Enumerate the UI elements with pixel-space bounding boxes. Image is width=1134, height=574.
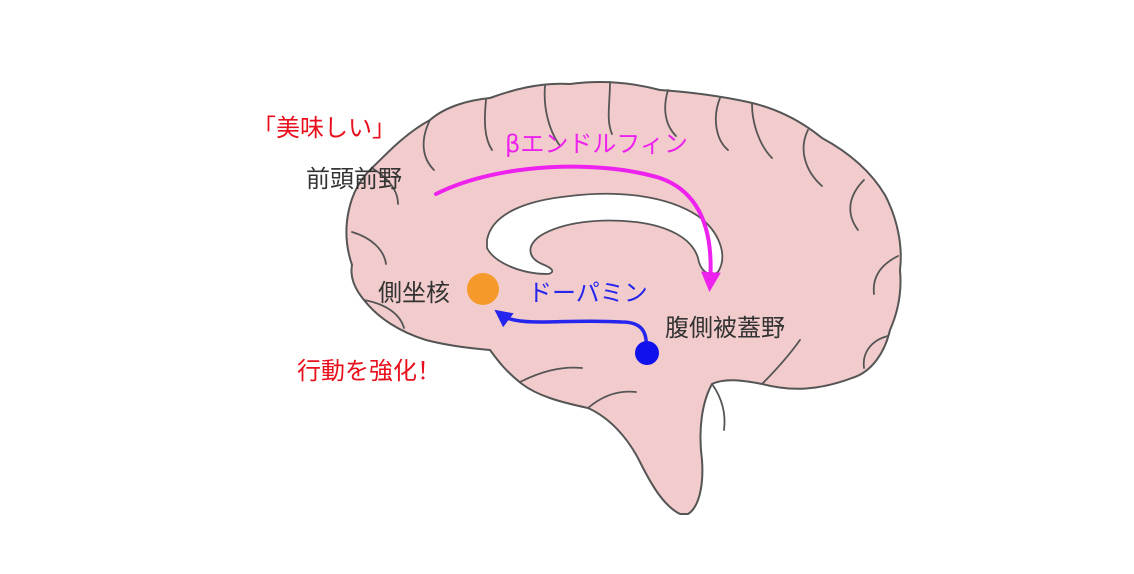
beta-endorphin-arrow xyxy=(434,164,721,292)
brain-outline xyxy=(345,81,902,515)
dopamine-arrow xyxy=(494,309,649,352)
vta-dot xyxy=(635,341,659,365)
brain-folds xyxy=(351,81,899,431)
nucleus-accumbens-label: 側坐核 xyxy=(378,279,450,307)
nucleus-accumbens-dot xyxy=(467,273,499,305)
oishii-label: 「美味しい」 xyxy=(252,114,396,142)
dopamine-label: ドーパミン xyxy=(528,279,648,307)
corpus-callosum xyxy=(486,192,724,275)
prefrontal-cortex-label: 前頭前野 xyxy=(306,165,402,193)
beta-endorphin-label: βエンドルフィン xyxy=(505,130,688,158)
reinforce-behavior-label: 行動を強化！ xyxy=(297,357,441,385)
vta-label: 腹側被蓋野 xyxy=(665,314,785,342)
